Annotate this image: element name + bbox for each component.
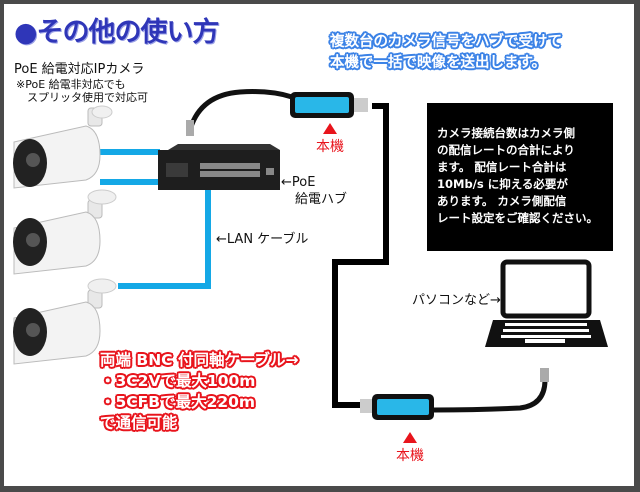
red-note: 両端 BNC 付同軸ケーブル→ ・3C2Vで最大100m ・5CFBで最大220… bbox=[100, 350, 299, 434]
hub-label: ←PoE 給電ハブ bbox=[281, 174, 347, 208]
red-note-line: ・3C2Vで最大100m bbox=[100, 372, 256, 390]
camera-note-line: ※PoE 給電非対応でも bbox=[16, 78, 126, 91]
hub-label-line: 給電ハブ bbox=[295, 192, 348, 207]
coax-cable bbox=[332, 103, 389, 408]
pc-label: パソコンなど→ bbox=[412, 293, 501, 308]
lan-cables bbox=[100, 149, 211, 289]
triangle-up-icon bbox=[323, 123, 337, 134]
camera-3 bbox=[13, 278, 117, 365]
hub-label-line: ←PoE bbox=[281, 175, 316, 190]
camera-note: ※PoE 給電非対応でも スプリッタ使用で対応可 bbox=[16, 78, 148, 104]
poe-hub bbox=[158, 144, 280, 190]
unit-bottom-label: 本機 bbox=[390, 432, 430, 465]
rj45-plug-top bbox=[186, 120, 194, 136]
blue-note: 複数台のカメラ信号をハブで受けて 本機で一括で映像を送出します。 bbox=[330, 32, 562, 74]
lan-cable-3 bbox=[118, 190, 211, 289]
bottom-unit-cable bbox=[433, 379, 548, 413]
bottom-unit-device bbox=[360, 394, 434, 420]
blue-note-line: 本機で一括で映像を送出します。 bbox=[330, 55, 547, 71]
camera-label: PoE 給電対応IPカメラ bbox=[14, 62, 145, 77]
camera-note-line: スプリッタ使用で対応可 bbox=[16, 91, 148, 104]
unit-top-text: 本機 bbox=[316, 139, 344, 155]
top-unit-cable bbox=[187, 89, 293, 131]
camera-2 bbox=[13, 189, 117, 275]
laptop-icon bbox=[485, 259, 608, 347]
unit-top-label: 本機 bbox=[310, 123, 350, 156]
unit-bottom-text: 本機 bbox=[396, 448, 424, 464]
triangle-up-icon bbox=[403, 432, 417, 443]
blue-note-line: 複数台のカメラ信号をハブで受けて bbox=[330, 34, 562, 50]
lan-cable-label: ←LAN ケーブル bbox=[216, 232, 309, 247]
red-note-line: 両端 BNC 付同軸ケーブル→ bbox=[100, 351, 299, 369]
red-note-line: ・5CFBで最大220m bbox=[100, 393, 256, 411]
red-note-line: で通信可能 bbox=[100, 414, 178, 432]
info-box: カメラ接続台数はカメラ側 の配信レートの合計により ます。 配信レート合計は 1… bbox=[427, 103, 613, 251]
hub-ports bbox=[200, 163, 274, 177]
page-title: ●その他の使い方 bbox=[14, 17, 220, 48]
rj45-plug-bottom bbox=[540, 368, 549, 382]
camera-1 bbox=[13, 105, 113, 189]
top-unit-device bbox=[290, 92, 368, 118]
info-box-text: カメラ接続台数はカメラ側 の配信レートの合計により ます。 配信レート合計は 1… bbox=[437, 126, 598, 225]
